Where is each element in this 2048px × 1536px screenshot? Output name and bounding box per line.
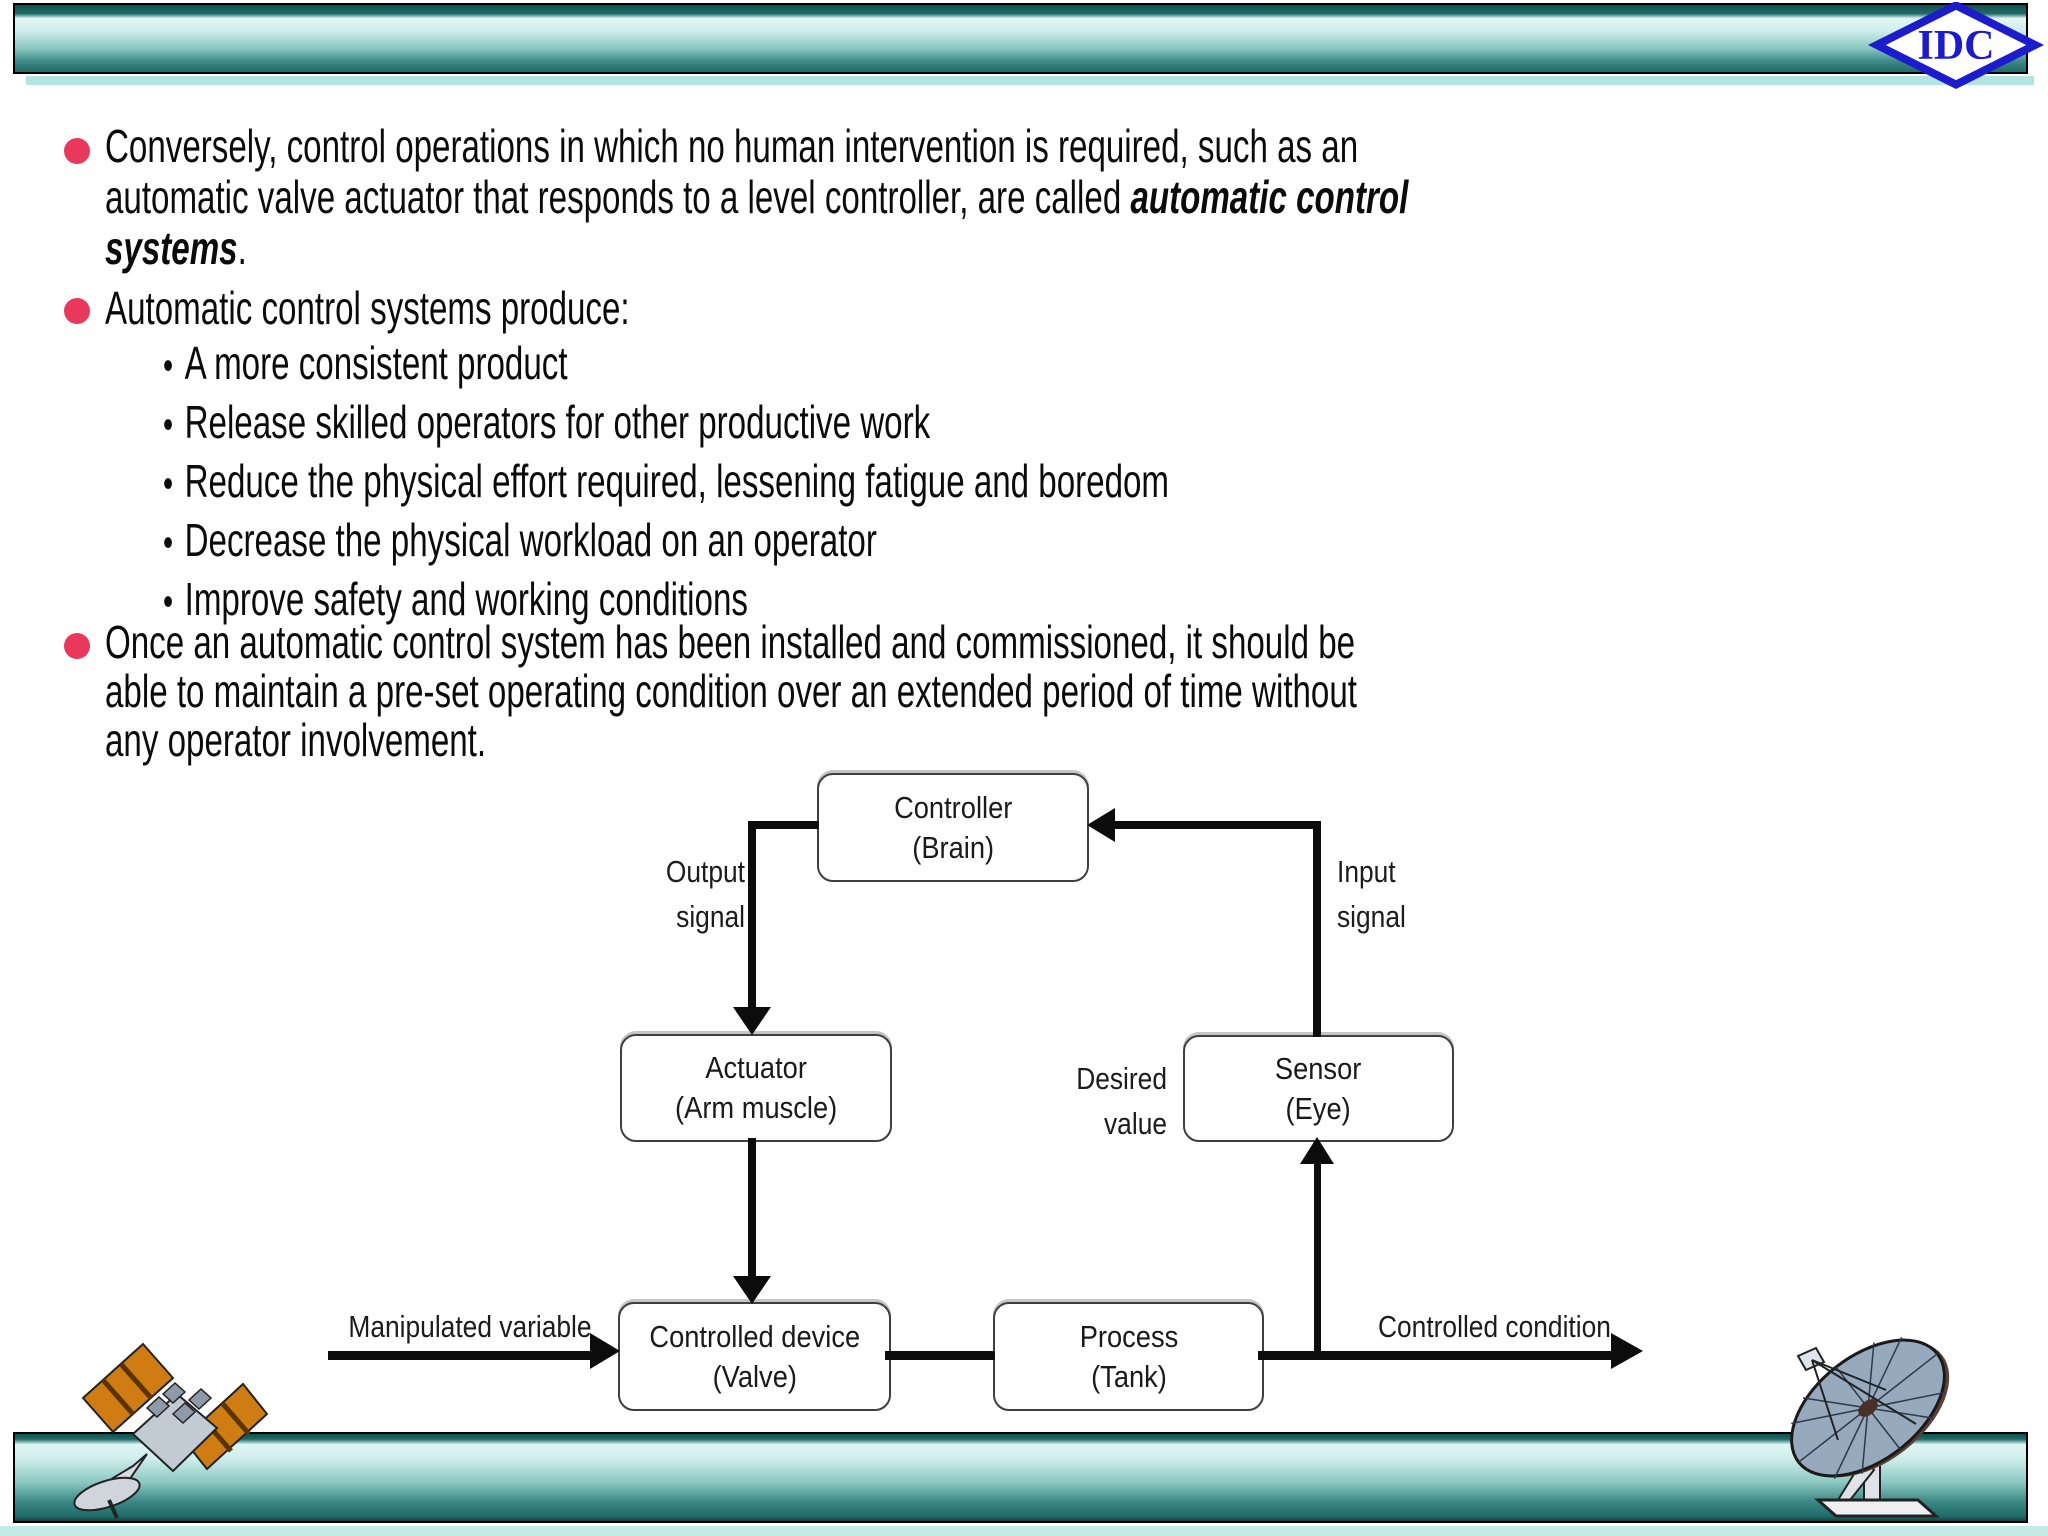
controlled-condition-label: Controlled condition xyxy=(1378,1304,1633,1349)
header-bar-shadow xyxy=(26,76,2034,85)
controlled-condition-line xyxy=(1258,1351,1613,1360)
logo-diamond-inner-icon xyxy=(1885,9,2027,81)
bullet-1-line-3: systems. xyxy=(105,223,1408,274)
satellite-dish-icon xyxy=(1790,1337,1950,1518)
bullet-text: Automatic control systems produce: xyxy=(105,282,630,334)
bullet-2: Automatic control systems produce: xyxy=(105,283,834,334)
box-subtitle: (Tank) xyxy=(1090,1358,1167,1394)
logo-text: IDC xyxy=(1917,23,1994,69)
bullet-dot xyxy=(64,298,90,324)
bullet-text-emphasis: automatic control xyxy=(1130,171,1409,223)
arrowhead-up-icon xyxy=(1300,1137,1334,1164)
arrowhead-left-icon xyxy=(1087,808,1115,842)
input-signal-line xyxy=(1313,821,1321,1037)
bullet-1: Conversely, control operations in which … xyxy=(105,121,1915,274)
output-signal-line xyxy=(748,821,756,1011)
label-line: Controlled condition xyxy=(1378,1309,1611,1344)
output-signal-line xyxy=(748,821,819,829)
box-title: Actuator xyxy=(705,1050,807,1085)
footer-strip xyxy=(0,1526,2048,1536)
bullet-text-emphasis: systems xyxy=(105,222,238,274)
bullet-text: . xyxy=(237,222,247,274)
sub-bullet-item: Decrease the physical workload on an ope… xyxy=(163,515,1169,569)
controlled-device-box-label: Controlled device (Valve) xyxy=(649,1317,860,1397)
bullet-3-line-1: Once an automatic control system has bee… xyxy=(105,618,1357,667)
satellite-icon xyxy=(73,1342,269,1519)
sensor-box-label: Sensor (Eye) xyxy=(1275,1049,1361,1129)
arrowhead-down-icon xyxy=(733,1007,771,1035)
input-signal-label: Input signal xyxy=(1337,849,1507,939)
logo-diamond-icon xyxy=(1867,2,2045,90)
label-line: Desired xyxy=(1076,1061,1167,1096)
box-subtitle: (Valve) xyxy=(712,1358,797,1394)
bullet-text: automatic valve actuator that responds t… xyxy=(105,171,1131,223)
controller-box: Controller (Brain) xyxy=(817,773,1089,882)
label-line: Output xyxy=(665,854,745,889)
sub-bullet-item: Release skilled operators for other prod… xyxy=(163,397,1169,451)
output-signal-label: Output signal xyxy=(575,849,745,939)
sub-bullet-item: A more consistent product xyxy=(163,338,1169,392)
box-title: Process xyxy=(1079,1318,1178,1354)
actuator-box: Actuator (Arm muscle) xyxy=(620,1034,892,1142)
process-box: Process (Tank) xyxy=(993,1302,1264,1411)
bullet-dot xyxy=(64,633,90,659)
bullet-2-line-1: Automatic control systems produce: xyxy=(105,283,630,334)
sub-bullet-text: Improve safety and working conditions xyxy=(184,573,748,625)
sensor-feedback-line xyxy=(1314,1163,1321,1355)
label-line: signal xyxy=(676,899,745,934)
box-subtitle: (Eye) xyxy=(1285,1090,1352,1126)
box-subtitle: (Brain) xyxy=(912,829,994,865)
label-line: value xyxy=(1104,1106,1167,1141)
bullet-dot xyxy=(64,138,90,164)
bullet-text: Conversely, control operations in which … xyxy=(105,120,1359,172)
input-signal-line xyxy=(1113,821,1317,829)
sub-bullet-item: Improve safety and working conditions xyxy=(163,574,1169,628)
controlled-device-box: Controlled device (Valve) xyxy=(618,1302,891,1411)
header-bar xyxy=(13,3,2028,74)
actuator-box-label: Actuator (Arm muscle) xyxy=(675,1048,837,1128)
manipulated-variable-line xyxy=(328,1351,592,1360)
bullet-3-line-3: any operator involvement. xyxy=(105,716,1357,765)
bullet-text: Once an automatic control system has bee… xyxy=(105,616,1356,668)
sub-bullet-text: Decrease the physical workload on an ope… xyxy=(184,514,877,566)
box-title: Controller xyxy=(893,789,1013,825)
arrowhead-down-icon xyxy=(733,1276,771,1304)
manipulated-variable-label: Manipulated variable xyxy=(347,1304,594,1349)
box-subtitle: (Arm muscle) xyxy=(674,1090,838,1125)
footer-bar xyxy=(13,1432,2028,1523)
label-line: Input xyxy=(1337,854,1396,889)
sub-bullet-list: A more consistent product Release skille… xyxy=(163,338,1560,633)
box-title: Controlled device xyxy=(649,1318,860,1354)
bullet-3: Once an automatic control system has bee… xyxy=(105,618,1844,765)
actuator-to-device-line xyxy=(748,1138,756,1278)
arrowhead-right-icon xyxy=(1611,1333,1643,1369)
label-line: signal xyxy=(1337,899,1406,934)
device-to-process-line xyxy=(885,1351,995,1360)
bullet-1-line-1: Conversely, control operations in which … xyxy=(105,121,1408,172)
box-title: Sensor xyxy=(1275,1050,1362,1086)
sub-bullet-text: A more consistent product xyxy=(184,337,568,389)
desired-value-label: Desired value xyxy=(997,1056,1167,1146)
bullet-3-line-2: able to maintain a pre-set operating con… xyxy=(105,667,1357,716)
controller-box-label: Controller (Brain) xyxy=(894,788,1012,868)
bullet-text: any operator involvement. xyxy=(105,714,487,766)
arrowhead-right-icon xyxy=(590,1333,620,1369)
bullet-1-line-2: automatic valve actuator that responds t… xyxy=(105,172,1408,223)
idc-logo: IDC xyxy=(1867,2,2045,90)
label-line: Manipulated variable xyxy=(348,1309,592,1344)
sub-bullet-text: Reduce the physical effort required, les… xyxy=(184,455,1170,507)
bullet-text: able to maintain a pre-set operating con… xyxy=(105,665,1357,717)
process-box-label: Process (Tank) xyxy=(1079,1317,1178,1397)
sub-bullet-text: Release skilled operators for other prod… xyxy=(184,396,931,448)
sensor-box: Sensor (Eye) xyxy=(1183,1035,1454,1142)
sub-bullet-item: Reduce the physical effort required, les… xyxy=(163,456,1169,510)
